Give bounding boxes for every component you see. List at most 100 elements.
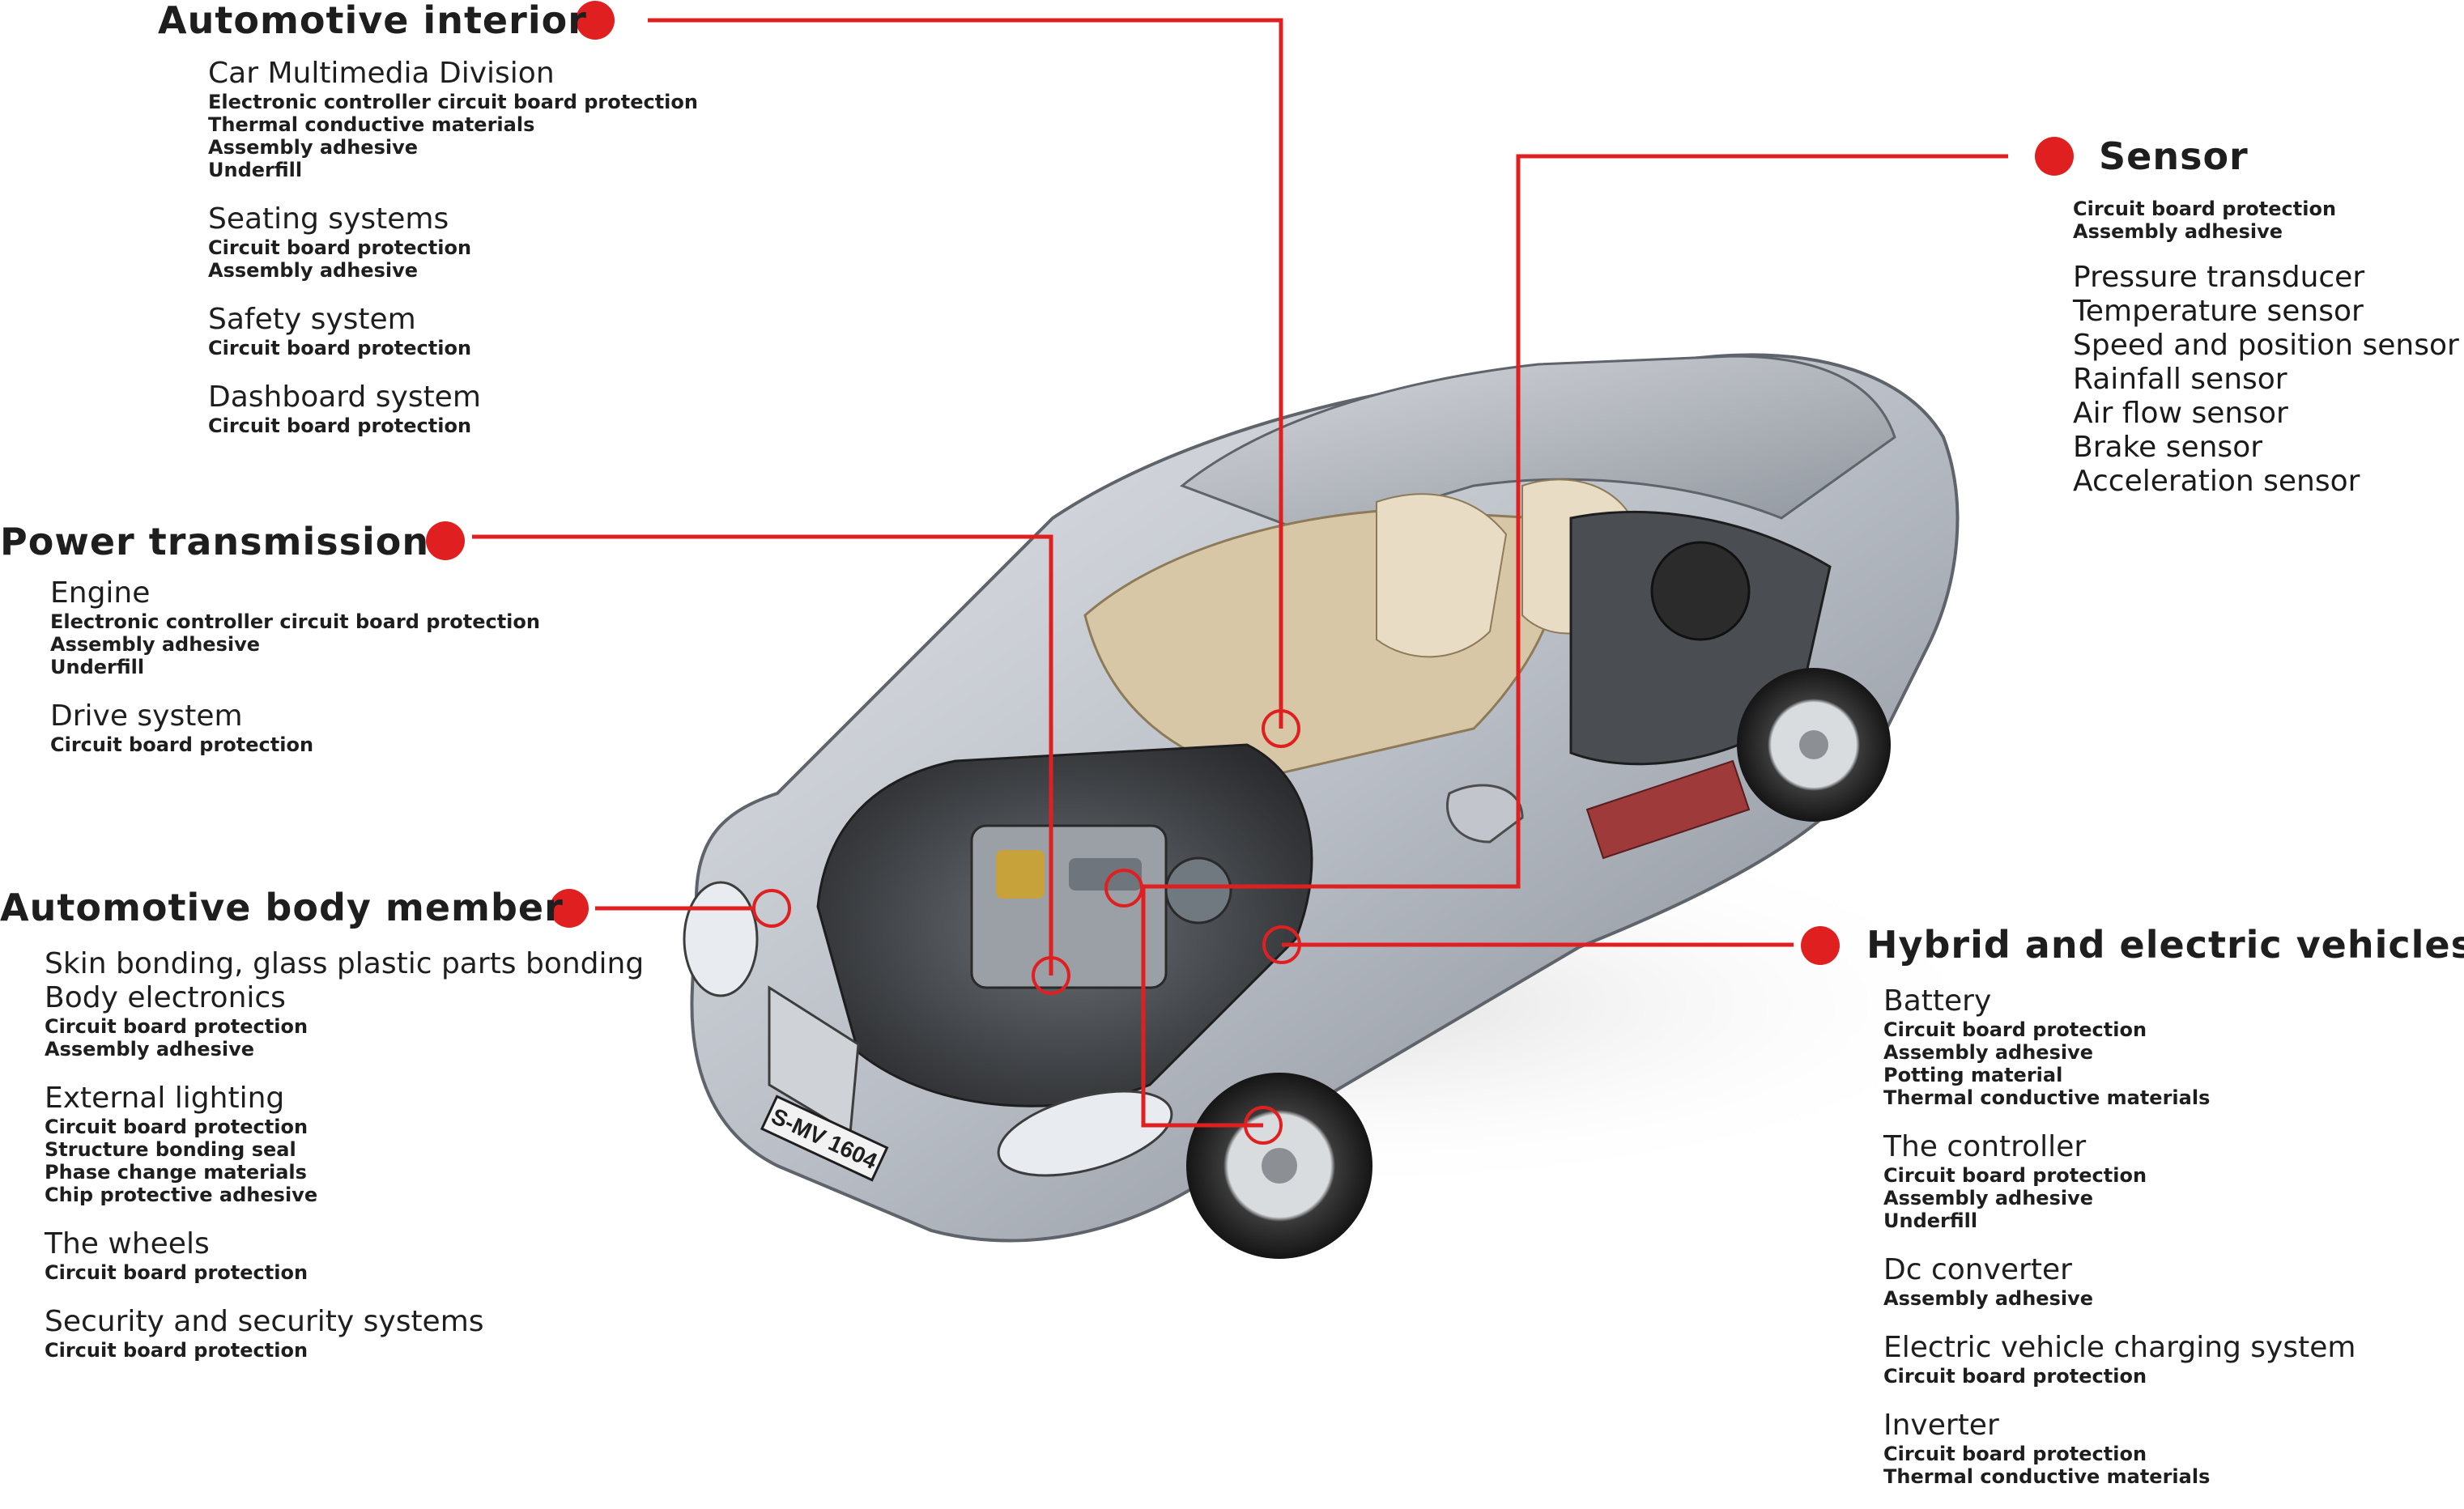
use-item: Chip protective adhesive: [45, 1184, 318, 1206]
item-name: Body electronics: [45, 981, 286, 1014]
section-groups: Skin bonding, glass plastic parts bondin…: [45, 947, 644, 1362]
use-item: Circuit board protection: [50, 733, 314, 756]
item-name: Security and security systems: [45, 1305, 484, 1338]
section-title: Automotive interior: [158, 0, 587, 42]
use-item: Electronic controller circuit board prot…: [208, 91, 698, 113]
section-power-transmission: Power transmission Engine Electronic con…: [0, 523, 540, 777]
use-item: Underfill: [1883, 1209, 1978, 1232]
item-name: Inverter: [1883, 1409, 1999, 1442]
uses-list: Circuit board protection: [45, 1339, 644, 1362]
uses-list: Circuit board protection Assembly adhesi…: [208, 236, 698, 282]
use-item: Assembly adhesive: [1883, 1041, 2094, 1064]
callout-line-power: [472, 534, 1053, 976]
uses-list: Circuit board protection: [208, 414, 698, 437]
callout-lines: [472, 18, 2008, 1128]
target-ring: [1244, 1106, 1283, 1145]
target-ring: [1104, 869, 1143, 908]
item-group: Battery Circuit board protection Assembl…: [1883, 984, 2355, 1109]
section-sensor: Sensor: [2099, 138, 2249, 175]
item-group: Seating systems Circuit board protection…: [208, 202, 698, 282]
uses-list: Circuit board protection Assembly adhesi…: [1883, 1018, 2355, 1109]
section-title: Hybrid and electric vehicles: [1866, 923, 2464, 967]
item-name: Dc converter: [1883, 1253, 2072, 1286]
uses-list: Circuit board protection Structure bondi…: [45, 1116, 644, 1206]
target-ring: [1262, 925, 1301, 964]
uses-list: Electronic controller circuit board prot…: [208, 91, 698, 181]
item-name: Dashboard system: [208, 380, 481, 414]
callout-line-sensor: [1141, 154, 2008, 1128]
headlight: [683, 881, 759, 997]
use-item: Potting material: [1883, 1064, 2063, 1086]
use-item: Circuit board protection: [45, 1339, 309, 1362]
item-group: The wheels Circuit board protection: [45, 1227, 644, 1284]
item-group: Body electronics Circuit board protectio…: [45, 981, 644, 1061]
item-name: The wheels: [45, 1227, 210, 1260]
item-name: Engine: [50, 576, 151, 610]
use-item: Electronic controller circuit board prot…: [50, 610, 540, 633]
item-name: Drive system: [50, 699, 243, 733]
target-ring: [1032, 956, 1070, 995]
use-item: Circuit board protection: [1883, 1365, 2147, 1388]
sensor-item: Pressure transducer: [2073, 261, 2365, 294]
section-title: Power transmission: [0, 520, 430, 563]
sensor-item: Air flow sensor: [2073, 397, 2288, 430]
item-group: Electric vehicle charging system Circuit…: [1883, 1331, 2355, 1388]
callout-targets: [752, 709, 1301, 1145]
sensor-item: Temperature sensor: [2073, 295, 2364, 328]
use-item: Assembly adhesive: [45, 1038, 255, 1061]
target-ring: [752, 889, 791, 928]
section-title: Sensor: [2099, 134, 2249, 178]
use-item: Structure bonding seal: [45, 1138, 296, 1161]
use-item: Circuit board protection: [45, 1116, 309, 1138]
red-dot-icon: [1801, 926, 1840, 965]
use-item: Assembly adhesive: [1883, 1287, 2094, 1310]
item-group: Engine Electronic controller circuit boa…: [50, 576, 540, 678]
callout-line-interior: [648, 18, 1283, 729]
use-item: Circuit board protection: [208, 337, 472, 359]
headlight: [997, 1090, 1173, 1177]
item-group: Safety system Circuit board protection: [208, 303, 698, 359]
use-item: Circuit board protection: [2073, 198, 2337, 220]
sensor-list: Pressure transducer Temperature sensor S…: [2073, 261, 2459, 499]
item-group: The controller Circuit board protection …: [1883, 1130, 2355, 1232]
uses-list: Circuit board protection Assembly adhesi…: [1883, 1164, 2355, 1232]
use-item: Assembly adhesive: [2073, 220, 2283, 243]
side-mirror: [1445, 784, 1524, 844]
hybrid-details: Battery Circuit board protection Assembl…: [1883, 984, 2355, 1509]
section-groups: Car Multimedia Division Electronic contr…: [208, 57, 698, 437]
engine-part: [1164, 857, 1232, 925]
sensor-details: Circuit board protection Assembly adhesi…: [2073, 198, 2459, 499]
car-seat: [1376, 493, 1508, 658]
use-item: Circuit board protection: [1883, 1018, 2147, 1041]
engine-part: [996, 850, 1045, 899]
item-group: Dc converter Assembly adhesive: [1883, 1253, 2355, 1310]
use-item: Assembly adhesive: [208, 259, 419, 282]
item-group: Dashboard system Circuit board protectio…: [208, 380, 698, 437]
item-name: Battery: [1883, 984, 1992, 1018]
red-dot-icon: [426, 521, 465, 560]
sensor-item: Brake sensor: [2073, 431, 2263, 464]
uses-list: Circuit board protection: [45, 1261, 644, 1284]
engine-block: [970, 824, 1168, 989]
section-automotive-body-member: Automotive body member Skin bonding, gla…: [0, 889, 644, 1383]
use-item: Assembly adhesive: [208, 136, 419, 159]
item-name: Seating systems: [208, 202, 449, 236]
use-item: Circuit board protection: [1883, 1443, 2147, 1465]
uses-list: Electronic controller circuit board prot…: [50, 610, 540, 678]
uses-list: Circuit board protection Assembly adhesi…: [2073, 198, 2459, 243]
uses-list: Circuit board protection: [208, 337, 698, 359]
item-group: External lighting Circuit board protecti…: [45, 1082, 644, 1206]
engine-part: [1069, 858, 1142, 891]
use-item: Thermal conductive materials: [1883, 1086, 2211, 1109]
use-item: Assembly adhesive: [1883, 1187, 2094, 1209]
spare-tyre: [1650, 541, 1751, 641]
red-dot-icon: [550, 889, 589, 928]
battery-pack: [1585, 759, 1751, 860]
front-wheel-hub: [1262, 1148, 1297, 1184]
item-group: Inverter Circuit board protection Therma…: [1883, 1409, 2355, 1488]
use-item: Circuit board protection: [45, 1261, 309, 1284]
use-item: Circuit board protection: [208, 414, 472, 437]
target-ring: [1262, 709, 1300, 748]
